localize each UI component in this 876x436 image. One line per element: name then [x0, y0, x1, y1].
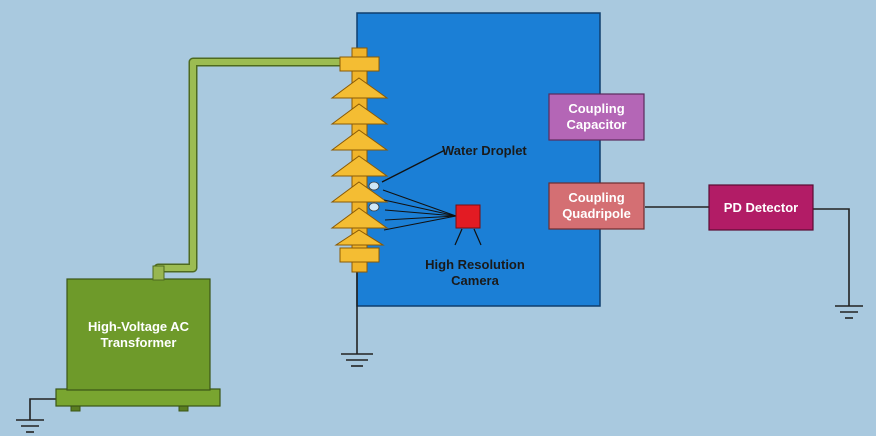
transformer-label-line-1: High-Voltage AC: [87, 318, 190, 334]
coupling-capacitor-label: Coupling Capacitor: [549, 94, 644, 140]
camera-box: [455, 204, 481, 229]
coupling-capacitor-line-2: Capacitor: [566, 117, 627, 132]
coupling-capacitor-line-1: Coupling: [568, 101, 625, 116]
transformer-box: [66, 278, 211, 391]
coupling-quadripole-label: Coupling Quadripole: [549, 183, 644, 229]
pd-detector-label: PD Detector: [723, 199, 799, 215]
water-droplet-1: [368, 181, 380, 191]
detector-ground: [813, 208, 863, 319]
camera-label-line-1: High Resolution: [425, 257, 525, 272]
test-chamber: [356, 12, 601, 307]
transformer-ground: [16, 398, 58, 433]
insulator-stack: [330, 47, 389, 273]
water-droplet-pointer: [381, 149, 446, 183]
chamber-ground: [341, 270, 373, 367]
coupling-quadripole-box: [548, 182, 645, 230]
coupling-quadripole-line-2: Quadripole: [562, 206, 631, 221]
coupling-quadripole-line-1: Coupling: [568, 190, 625, 205]
transformer-base: [55, 388, 221, 407]
coupling-capacitor-box: [548, 93, 645, 141]
water-droplet-label: Water Droplet: [442, 143, 527, 158]
water-droplet-2: [368, 202, 380, 212]
camera-view-rays: [382, 189, 457, 231]
transformer-label-line-2: Transformer: [100, 334, 177, 350]
camera-label: High Resolution Camera: [405, 257, 545, 289]
pd-detector-box: [708, 184, 814, 231]
camera-label-line-2: Camera: [451, 273, 499, 288]
transformer-label: High-Voltage AC Transformer: [67, 279, 210, 390]
hv-cable: [153, 57, 345, 278]
